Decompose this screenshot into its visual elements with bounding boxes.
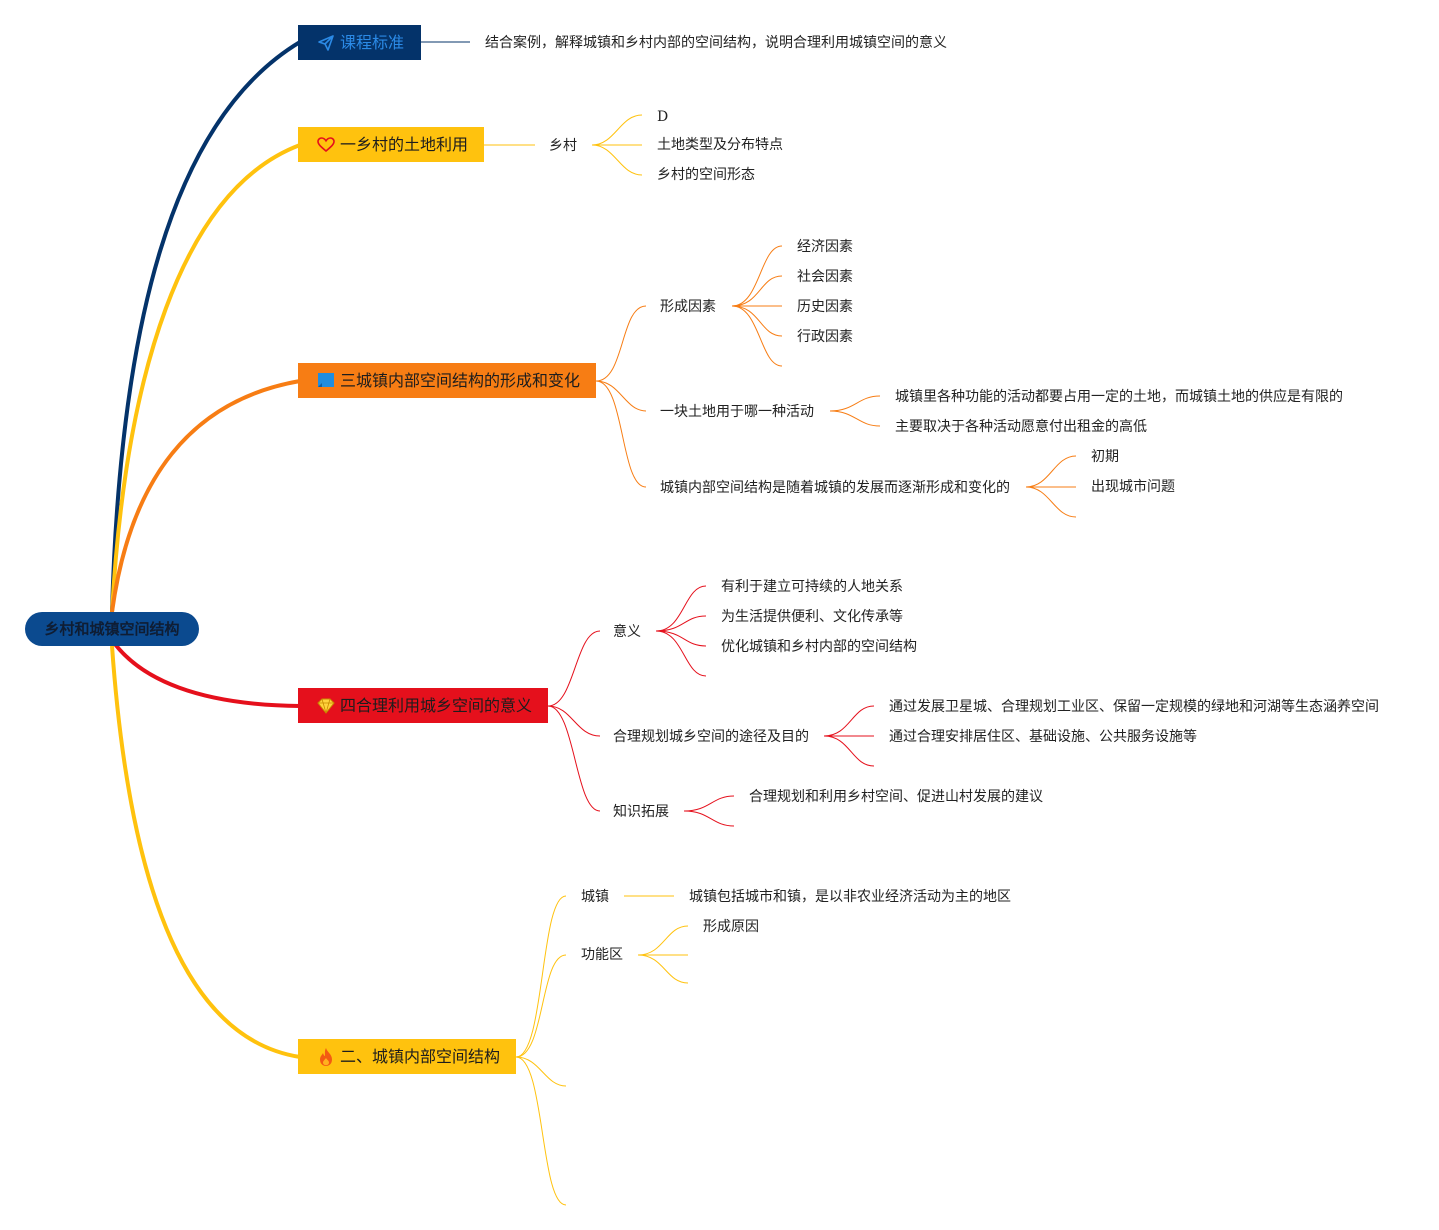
leaf-extension-1[interactable]: 合理规划和利用乡村空间、促进山村发展的建议 <box>749 789 1043 805</box>
branch-rural-land-use[interactable]: 一乡村的土地利用 <box>298 127 484 162</box>
branch-label: 二、城镇内部空间结构 <box>340 1047 501 1066</box>
subtopic-land-activity[interactable]: 一块土地用于哪一种活动 <box>660 404 814 420</box>
subtopic-functional-zone[interactable]: 功能区 <box>581 947 623 963</box>
branch-urban-internal-structure[interactable]: 二、城镇内部空间结构 <box>298 1039 516 1074</box>
leaf-evolution-1[interactable]: 初期 <box>1091 449 1119 465</box>
branch-line-b5 <box>110 645 301 1059</box>
branch-label: 课程标准 <box>340 33 405 52</box>
leaf-factor-1[interactable]: 经济因素 <box>797 239 853 255</box>
branch-line-b1 <box>110 40 302 613</box>
leaf-factor-3[interactable]: 历史因素 <box>797 299 853 315</box>
leaf-significance-1[interactable]: 有利于建立可持续的人地关系 <box>721 579 903 595</box>
branch-label: 三城镇内部空间结构的形成和变化 <box>340 371 581 390</box>
leaf-course-standard[interactable]: 结合案例，解释城镇和乡村内部的空间结构，说明合理利用城镇空间的意义 <box>485 35 947 51</box>
leaf-significance-2[interactable]: 为生活提供便利、文化传承等 <box>721 609 903 625</box>
leaf-rural-2[interactable]: 土地类型及分布特点 <box>657 137 783 153</box>
heart-icon <box>316 135 336 155</box>
branch-label: 一乡村的土地利用 <box>340 135 469 154</box>
leaf-planning-1[interactable]: 通过发展卫星城、合理规划工业区、保留一定规模的绿地和河湖等生态涵养空间 <box>889 699 1379 715</box>
subtopic-structure-evolution[interactable]: 城镇内部空间结构是随着城镇的发展而逐渐形成和变化的 <box>660 480 1010 496</box>
subtopic-significance[interactable]: 意义 <box>613 624 641 640</box>
branch-course-standard[interactable]: 课程标准 <box>298 25 421 60</box>
leaf-town-1[interactable]: 城镇包括城市和镇，是以非农业经济活动为主的地区 <box>689 889 1011 905</box>
leaf-land-activity-2[interactable]: 主要取决于各种活动愿意付出租金的高低 <box>895 419 1147 435</box>
leaf-evolution-2[interactable]: 出现城市问题 <box>1091 479 1175 495</box>
root-topic[interactable]: 乡村和城镇空间结构 <box>25 612 199 646</box>
leaf-planning-2[interactable]: 通过合理安排居住区、基础设施、公共服务设施等 <box>889 729 1197 745</box>
flag-icon <box>316 371 336 391</box>
leaf-rural-3[interactable]: 乡村的空间形态 <box>657 167 755 183</box>
leaf-rural-1[interactable]: D <box>657 109 669 125</box>
subtopic-planning-approach[interactable]: 合理规划城乡空间的途径及目的 <box>613 729 809 745</box>
fire-icon <box>316 1047 336 1067</box>
branch-line-b3 <box>110 379 301 613</box>
subtopic-rural[interactable]: 乡村 <box>549 138 577 154</box>
branch-line-b4 <box>110 638 301 708</box>
diamond-icon <box>316 696 336 716</box>
subtopic-formation-factors[interactable]: 形成因素 <box>660 299 716 315</box>
branch-urban-structure-change[interactable]: 三城镇内部空间结构的形成和变化 <box>298 363 596 398</box>
leaf-land-activity-1[interactable]: 城镇里各种功能的活动都要占用一定的土地，而城镇土地的供应是有限的 <box>895 389 1343 405</box>
subtopic-knowledge-extension[interactable]: 知识拓展 <box>613 804 669 820</box>
leaf-factor-2[interactable]: 社会因素 <box>797 269 853 285</box>
leaf-zone-1[interactable]: 形成原因 <box>703 919 759 935</box>
branch-line-b2 <box>110 143 301 613</box>
leaf-significance-3[interactable]: 优化城镇和乡村内部的空间结构 <box>721 639 917 655</box>
subtopic-town[interactable]: 城镇 <box>581 889 609 905</box>
branch-rational-space-use[interactable]: 四合理利用城乡空间的意义 <box>298 688 548 723</box>
branch-label: 四合理利用城乡空间的意义 <box>340 696 533 715</box>
leaf-factor-4[interactable]: 行政因素 <box>797 329 853 345</box>
paper-plane-icon <box>316 33 336 53</box>
